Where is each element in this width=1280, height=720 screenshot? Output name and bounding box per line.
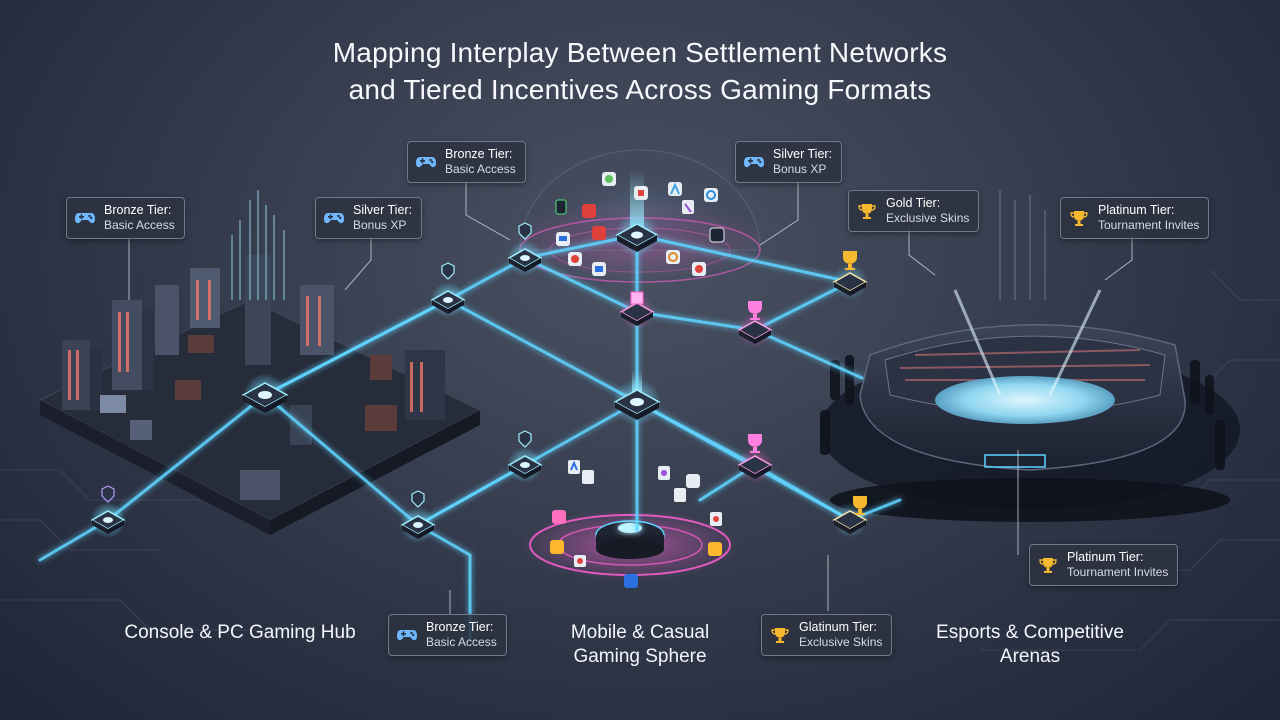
tier-tag-silver-mobile-top: Silver Tier:Bonus XP	[735, 141, 843, 183]
page-title: Mapping Interplay Between Settlement Net…	[0, 34, 1280, 108]
tier-detail: Bonus XP	[773, 162, 827, 176]
tier-name: Gold Tier:	[886, 196, 941, 210]
city-light-spires	[231, 190, 285, 300]
tier-tag-bronze-console: Bronze Tier:Basic Access	[66, 197, 185, 239]
zone-label-esports: Esports & Competitive Arenas	[936, 622, 1124, 667]
tier-detail: Bonus XP	[353, 218, 407, 232]
gamepad-icon	[743, 153, 765, 171]
background-circuit	[0, 269, 1280, 651]
shield-icon	[101, 485, 115, 503]
shield-icon	[518, 430, 532, 448]
tier-detail: Basic Access	[104, 218, 175, 232]
trophy-icon	[1068, 209, 1090, 227]
gamepad-icon	[396, 626, 418, 644]
tier-name: Platinum Tier:	[1067, 550, 1144, 564]
tier-name: Glatinum Tier:	[799, 620, 877, 634]
trophy-icon	[769, 626, 791, 644]
trophy-icon	[1037, 556, 1059, 574]
tier-detail: Basic Access	[426, 635, 497, 649]
tier-name: Platinum Tier:	[1098, 203, 1175, 217]
network-nodes	[90, 213, 868, 543]
zone-label-mobile: Mobile & Casual Gaming Sphere	[570, 622, 710, 667]
trophy-icon	[748, 301, 762, 320]
tier-detail: Tournament Invites	[1067, 565, 1169, 579]
trophy-icon	[853, 496, 867, 515]
tier-tag-gold-esports: Gold Tier:Exclusive Skins	[848, 190, 980, 232]
gamepad-icon	[74, 209, 96, 227]
tier-name: Silver Tier:	[773, 147, 833, 161]
esports-stadium	[820, 190, 1240, 522]
shield-icon	[518, 222, 532, 240]
callout-leaders	[128, 181, 1133, 614]
shield-icon	[411, 490, 425, 508]
trophy-icon	[843, 251, 857, 270]
trophy-icon	[856, 202, 878, 220]
tier-name: Silver Tier:	[353, 203, 413, 217]
tier-tag-bronze-bottom: Bronze Tier:Basic Access	[388, 614, 507, 656]
gamepad-icon	[415, 153, 437, 171]
city-window-lights	[68, 280, 423, 412]
tier-tag-platinum-esports-bottom: Platinum Tier:Tournament Invites	[1029, 544, 1179, 586]
tier-tag-platinum-esports-top: Platinum Tier:Tournament Invites	[1060, 197, 1210, 239]
tier-name: Bronze Tier:	[426, 620, 494, 634]
zone-label-console: Console & PC Gaming Hub	[124, 622, 356, 643]
node-badges	[101, 222, 867, 515]
gamepad-icon	[323, 209, 345, 227]
tier-name: Bronze Tier:	[104, 203, 172, 217]
tier-tag-glatinum-bottom: Glatinum Tier:Exclusive Skins	[761, 614, 893, 656]
shield-icon	[441, 262, 455, 280]
tier-detail: Exclusive Skins	[799, 635, 883, 649]
tier-name: Bronze Tier:	[445, 147, 513, 161]
tier-detail: Basic Access	[445, 162, 516, 176]
trophy-icon	[748, 434, 762, 453]
title-line-1: Mapping Interplay Between Settlement Net…	[332, 37, 948, 68]
console-city-platform	[38, 190, 482, 535]
title-line-2: and Tiered Incentives Across Gaming Form…	[348, 74, 932, 105]
tier-detail: Exclusive Skins	[886, 211, 970, 225]
tier-tag-bronze-mobile-top: Bronze Tier:Basic Access	[407, 141, 526, 183]
tier-tag-silver-console: Silver Tier:Bonus XP	[315, 197, 423, 239]
app-icons	[550, 172, 725, 588]
tier-detail: Tournament Invites	[1098, 218, 1200, 232]
